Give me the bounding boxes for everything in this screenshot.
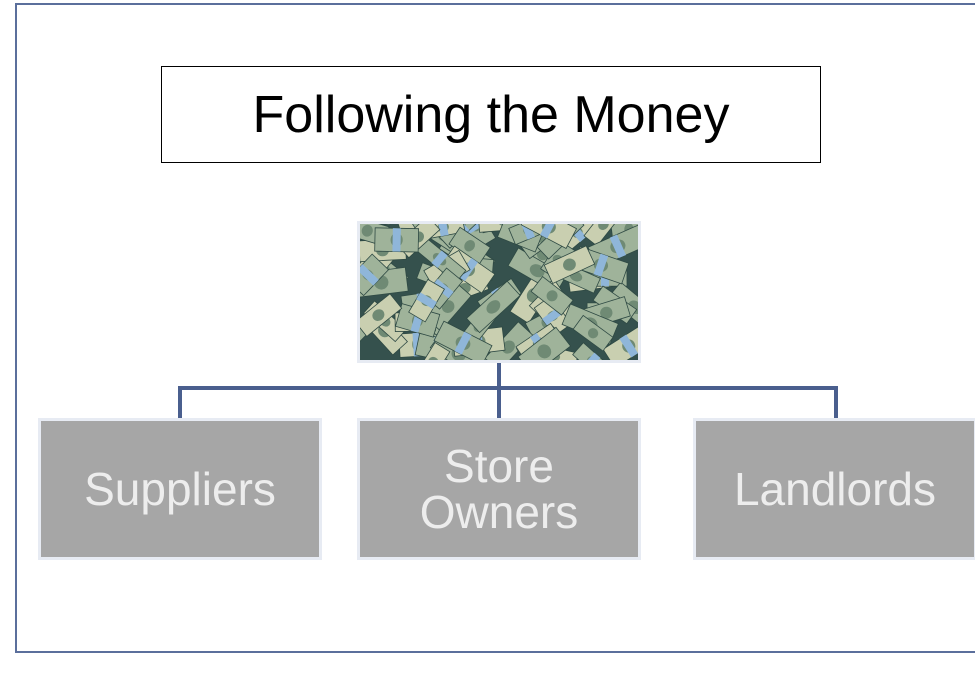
- node-label-suppliers: Suppliers: [84, 463, 276, 515]
- title-box: Following the Money: [161, 66, 821, 163]
- node-landlords: Landlords: [693, 418, 975, 560]
- node-suppliers: Suppliers: [38, 418, 322, 560]
- node-store-owners: Store Owners: [357, 418, 641, 560]
- node-label-store-owners: Store Owners: [419, 440, 579, 538]
- money-pile-icon: [360, 224, 638, 360]
- money-pile-image: [357, 221, 641, 363]
- page-title: Following the Money: [252, 85, 730, 144]
- node-label-landlords: Landlords: [733, 463, 937, 515]
